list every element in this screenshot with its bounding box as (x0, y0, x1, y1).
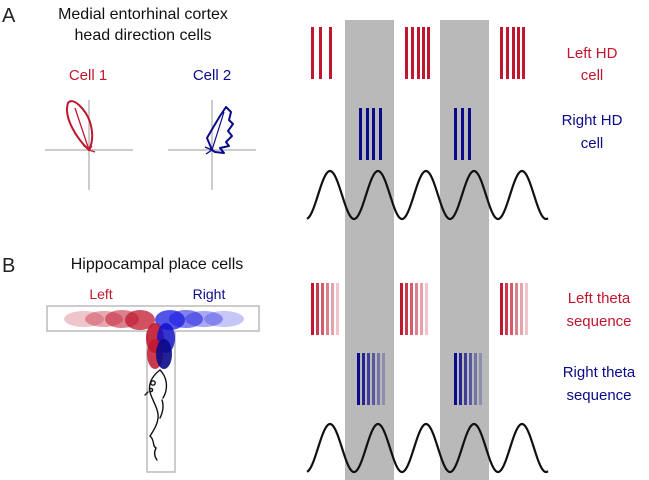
cell1-tuning-curve (66, 100, 94, 152)
left-hd-label-line2: cell (581, 67, 604, 84)
panel-a-title-line1: Medial entorhinal cortex (58, 6, 228, 23)
right-theta-label-line1: Right theta (563, 364, 636, 381)
left-theta-label-line2: sequence (566, 313, 631, 330)
right-hd-cell-spikes (359, 108, 471, 160)
left-hd-cell-spikes (311, 27, 525, 79)
right-theta-sequence-bars (357, 353, 482, 405)
cell1-label: Cell 1 (69, 67, 107, 84)
right-hd-label-line1: Right HD (562, 112, 623, 129)
shaded-column-1 (345, 20, 394, 480)
right-arm-label: Right (193, 286, 226, 302)
place-fields (64, 310, 244, 369)
cell1-polar-plot (45, 100, 133, 190)
left-hd-label-line1: Left HD (567, 45, 618, 62)
panel-a-letter: A (2, 5, 16, 27)
panel-b-title: Hippocampal place cells (71, 256, 244, 273)
left-theta-label-line1: Left theta (568, 290, 631, 307)
cell2-label: Cell 2 (193, 67, 231, 84)
left-theta-sequence-bars (311, 283, 528, 335)
cell2-tuning-curve (206, 106, 234, 154)
left-arm-label: Left (89, 286, 112, 302)
cell2-polar-plot (168, 100, 256, 190)
panel-a-title-line2: head direction cells (75, 27, 212, 44)
shaded-column-2 (440, 20, 489, 480)
theta-wave-b (306, 422, 549, 474)
right-hd-label-line2: cell (581, 135, 604, 152)
rat-sketch (144, 369, 168, 461)
panel-b-letter: B (2, 255, 15, 277)
right-theta-label-line2: sequence (566, 387, 631, 404)
theta-wave-a (306, 169, 549, 221)
